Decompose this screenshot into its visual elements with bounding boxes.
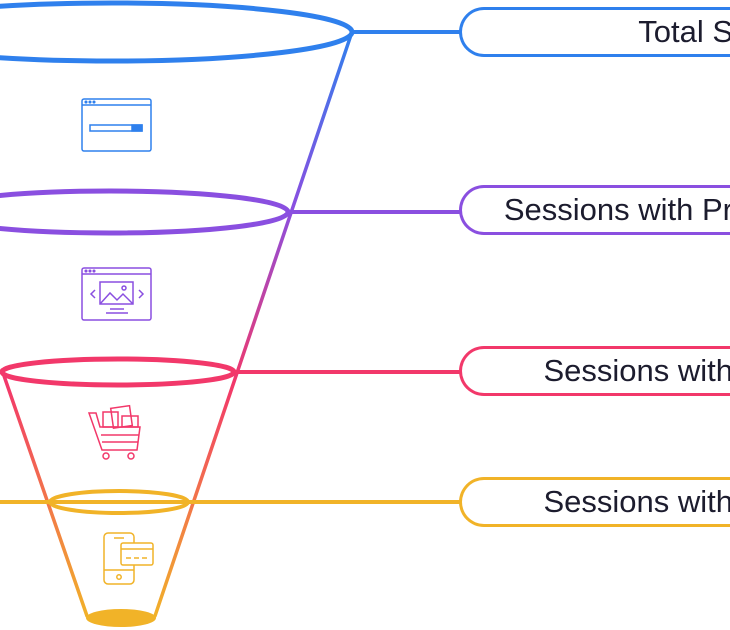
- stage-label-text: Sessions with: [543, 484, 730, 519]
- stage-label-checkout: Sessions with: [459, 477, 730, 527]
- stage-label-add-to-cart: Sessions with: [459, 346, 730, 396]
- funnel-base: [86, 609, 156, 627]
- funnel-ring-stage-1: [0, 0, 355, 64]
- funnel-ring-stage-3: [0, 356, 237, 388]
- browser-window-icon: [81, 98, 152, 152]
- stage-label-product-views: Sessions with Pr: [459, 185, 730, 235]
- mobile-payment-icon: [103, 532, 154, 585]
- funnel-ring-stage-2: [0, 188, 291, 236]
- funnel-left-edge: [0, 368, 89, 618]
- shopping-cart-icon: [87, 404, 141, 460]
- stage-label-text: Total S: [638, 14, 730, 49]
- stage-label-total-sessions: Total S: [459, 7, 730, 57]
- stage-label-text: Sessions with Pr: [503, 192, 730, 227]
- product-image-icon: [81, 267, 152, 321]
- funnel-right-edge: [153, 30, 354, 618]
- funnel-ring-stage-4: [48, 489, 190, 515]
- stage-label-text: Sessions with: [543, 353, 730, 388]
